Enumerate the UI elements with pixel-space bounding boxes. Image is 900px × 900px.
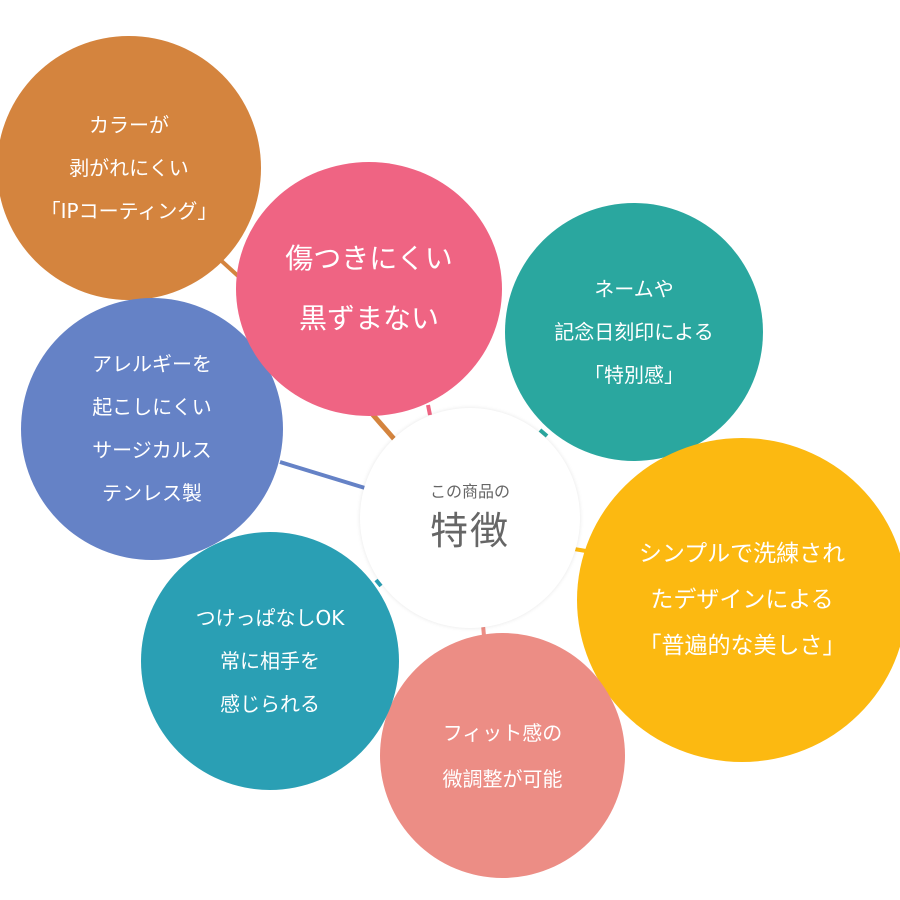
feature-text-line: カラーが [89, 112, 169, 137]
feature-text-line: 「特別感」 [584, 362, 684, 387]
feature-simple-design: シンプルで洗練され たデザインによる 「普遍的な美しさ」 [577, 438, 900, 762]
center-hub: この商品の 特徴 [360, 408, 580, 628]
feature-text-line: サージカルス [92, 438, 212, 462]
feature-text-line: アレルギーを [92, 352, 212, 376]
feature-scratch-resistant: 傷つきにくい 黒ずまない [236, 162, 502, 416]
feature-text-line: 起こしにくい [92, 395, 212, 419]
feature-surgical-steel: アレルギーを 起こしにくい サージカルス テンレス製 [21, 298, 283, 560]
feature-ip-coating: カラーが 剥がれにくい 「IPコーティング」 [0, 36, 261, 300]
feature-text-line: 微調整が可能 [442, 766, 563, 791]
feature-text-line: テンレス製 [102, 481, 202, 505]
feature-text-line: つけっぱなしOK [195, 605, 345, 630]
feature-text-line: 常に相手を [220, 648, 320, 673]
feature-engraving: ネームや 記念日刻印による 「特別感」 [505, 203, 763, 461]
feature-text-line: 記念日刻印による [554, 319, 714, 344]
feature-text-line: たデザインによる [650, 587, 834, 613]
feature-wear-always: つけっぱなしOK 常に相手を 感じられる [141, 532, 399, 790]
feature-text-line: フィット感の [442, 720, 563, 745]
center-title: 特徴 [429, 509, 510, 553]
feature-text-line: シンプルで洗練され [638, 541, 846, 567]
feature-text-line: 感じられる [220, 691, 320, 716]
connector-scratch-tick [426, 404, 432, 416]
center-subtitle: この商品の [429, 482, 510, 501]
feature-text-line: 傷つきにくい [285, 242, 453, 275]
feature-text-line: 「IPコーティング」 [40, 198, 218, 223]
connector-wear [374, 578, 383, 588]
feature-text-line: 黒ずまない [298, 302, 439, 335]
feature-text-line: 剥がれにくい [69, 155, 189, 180]
feature-text-line: 「普遍的な美しさ」 [638, 633, 846, 659]
connector-allergy [279, 460, 366, 490]
connector-name [538, 428, 549, 438]
feature-fit-adjustment: フィット感の 微調整が可能 [380, 633, 625, 878]
feature-text-line: ネームや [594, 276, 674, 301]
